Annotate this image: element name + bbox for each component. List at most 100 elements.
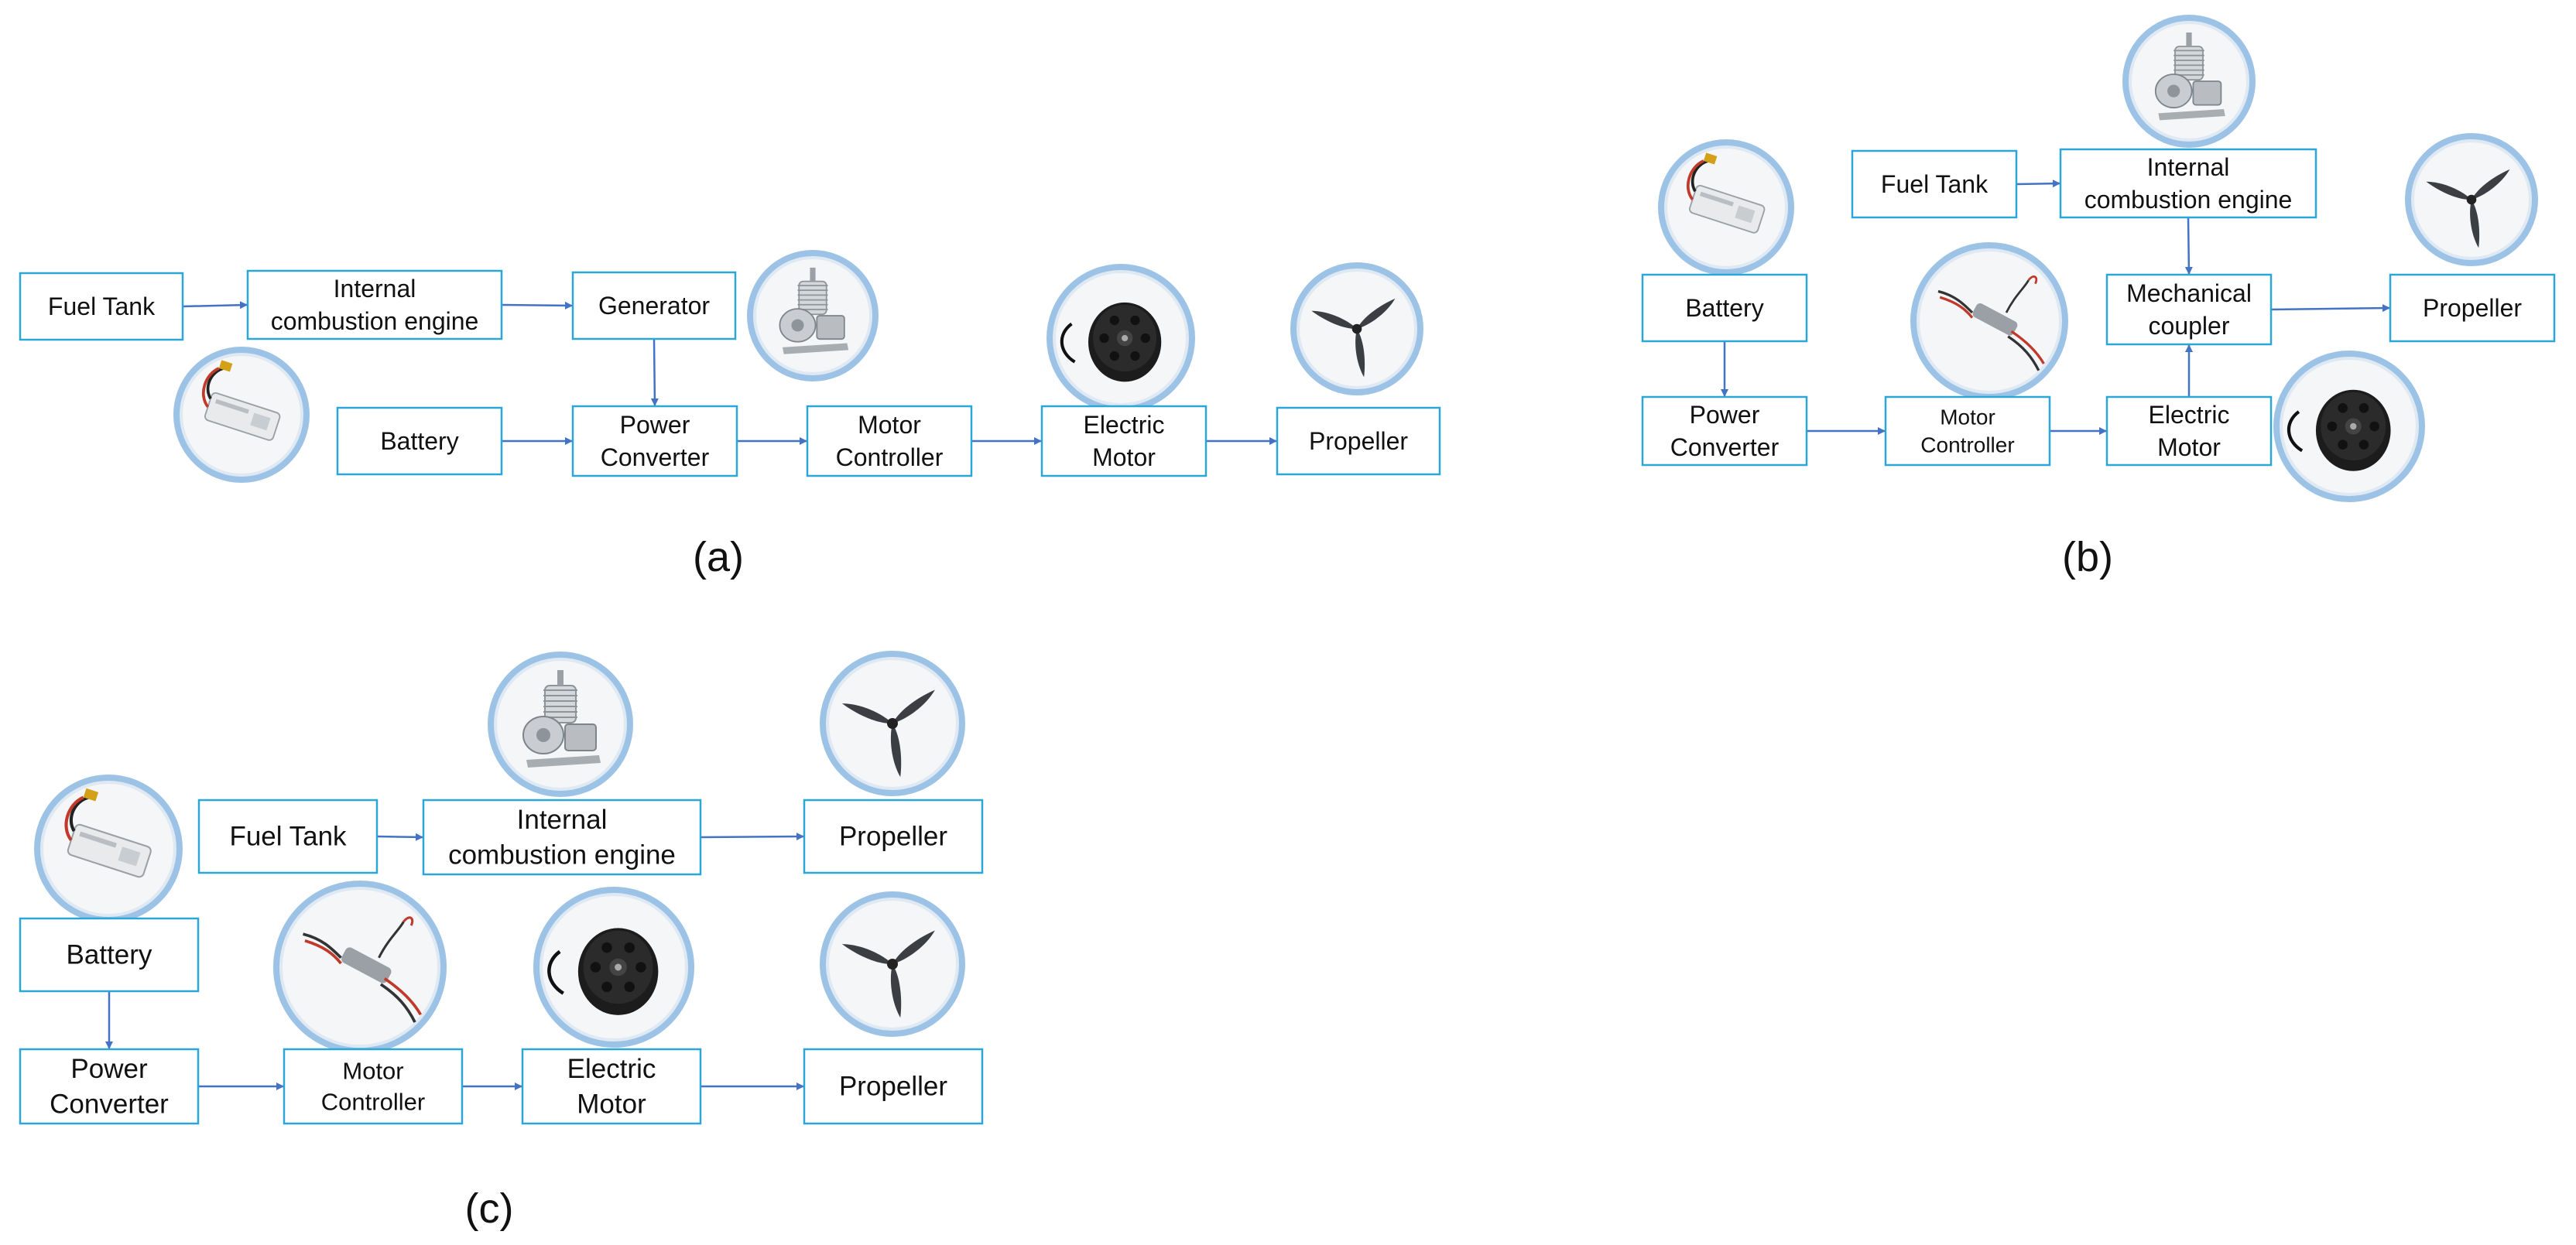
panel-caption-c: (c) [465,1185,514,1232]
c-motor-controller-label-0: Motor [342,1057,403,1084]
a-fuel-tank-box: Fuel Tank [19,272,184,341]
b-mech-coupler-box: Mechanical coupler [2105,273,2273,346]
b-electric-motor-label-1: Motor [2157,433,2221,461]
propeller-icon [841,930,935,1018]
a-propeller-photo [1290,262,1423,395]
b-engine-photo [2122,15,2256,148]
b-battery-photo [1658,139,1794,275]
c-propeller-bottom-box: Propeller [803,1048,984,1125]
b-battery-label-0: Battery [1685,294,1763,322]
c-electric-motor-label-1: Motor [577,1089,646,1119]
a-motor-controller-label-1: Controller [836,443,944,471]
c-battery-photo [34,775,183,923]
arrow-b-ice-to-b-mech-coupler [2184,217,2193,275]
engine-icon [522,670,601,768]
propeller-icon [2426,169,2510,248]
b-propeller-photo [2405,133,2538,266]
motor-icon [2287,389,2391,471]
battery-icon [201,360,281,441]
a-ice-label-0: Internal [334,275,416,303]
b-battery-box: Battery [1641,273,1808,343]
b-ice-label-0: Internal [2147,153,2230,181]
a-generator-box: Generator [571,271,737,340]
a-motor-photo [1046,264,1195,412]
c-electric-motor-label-0: Electric [567,1054,656,1084]
motor-icon [1060,302,1162,382]
battery-icon [64,788,152,878]
c-esc-photo [273,881,447,1054]
a-battery-label-0: Battery [380,427,458,455]
propeller-icon [1311,298,1396,378]
a-battery-box: Battery [336,406,503,476]
esc-icon [1937,275,2045,371]
panel-caption-a: (a) [693,534,744,580]
arrow-b-mech-coupler-to-b-propeller [2270,304,2391,313]
a-motor-controller-label-0: Motor [858,411,921,439]
b-propeller-label-0: Propeller [2423,294,2522,322]
b-mech-coupler-label-0: Mechanical [2126,279,2252,307]
b-esc-photo [1910,242,2068,400]
panel-caption-b: (b) [2062,534,2113,580]
c-engine-photo [488,652,633,797]
arrow-b-fuel-tank-to-b-ice [2016,180,2061,188]
engine-icon [2154,32,2225,121]
a-power-converter-label-1: Converter [601,443,710,471]
a-fuel-tank-label-0: Fuel Tank [48,292,156,320]
c-propeller-top-photo [820,651,965,796]
engine-icon [779,267,849,354]
b-ice-box: Internal combustion engine [2059,148,2317,219]
motor-icon [547,928,659,1015]
b-motor-photo [2273,351,2425,502]
b-fuel-tank-box: Fuel Tank [1851,149,2018,219]
arrows-layer [105,180,2391,1090]
c-ice-label-0: Internal [517,805,608,835]
c-battery-label-0: Battery [67,940,152,970]
c-ice-label-1: combustion engine [448,840,676,870]
a-propeller-label-0: Propeller [1309,427,1408,455]
c-fuel-tank-label-0: Fuel Tank [229,822,347,852]
b-fuel-tank-label-0: Fuel Tank [1881,170,1989,198]
c-propeller-bottom-label-0: Propeller [839,1072,947,1102]
arrow-c-fuel-tank-to-c-ice [376,833,424,841]
a-battery-photo [173,347,310,483]
c-power-converter-label-1: Converter [50,1089,169,1119]
b-ice-label-1: combustion engine [2084,186,2293,214]
c-battery-box: Battery [19,917,200,993]
c-motor-controller-label-1: Controller [321,1089,425,1116]
c-propeller-bottom-photo [820,891,965,1037]
arrow-a-fuel-tank-to-a-ice [182,301,248,310]
c-power-converter-label-0: Power [70,1054,148,1084]
a-electric-motor-label-1: Motor [1092,443,1156,471]
battery-icon [1686,152,1766,234]
icons-layer [34,15,2538,1054]
c-propeller-top-label-0: Propeller [839,822,947,852]
b-electric-motor-label-0: Electric [2149,401,2230,429]
a-electric-motor-label-0: Electric [1084,411,1165,439]
a-generator-label-0: Generator [598,292,710,320]
a-propeller-box: Propeller [1276,406,1441,476]
b-motor-controller-label-0: Motor [1940,405,1995,429]
a-power-converter-label-0: Power [620,411,690,439]
arrow-c-ice-to-c-propeller-top [700,833,805,841]
a-engine-photo [747,250,879,381]
b-power-converter-label-0: Power [1690,401,1760,429]
c-propeller-top-box: Propeller [803,799,984,874]
arrow-a-ice-to-a-generator [501,301,574,310]
captions-layer: (a) (b) (c) [465,534,2113,1232]
b-mech-coupler-label-1: coupler [2149,312,2230,340]
c-fuel-tank-box: Fuel Tank [197,799,379,874]
b-motor-controller-label-1: Controller [1920,433,2014,457]
